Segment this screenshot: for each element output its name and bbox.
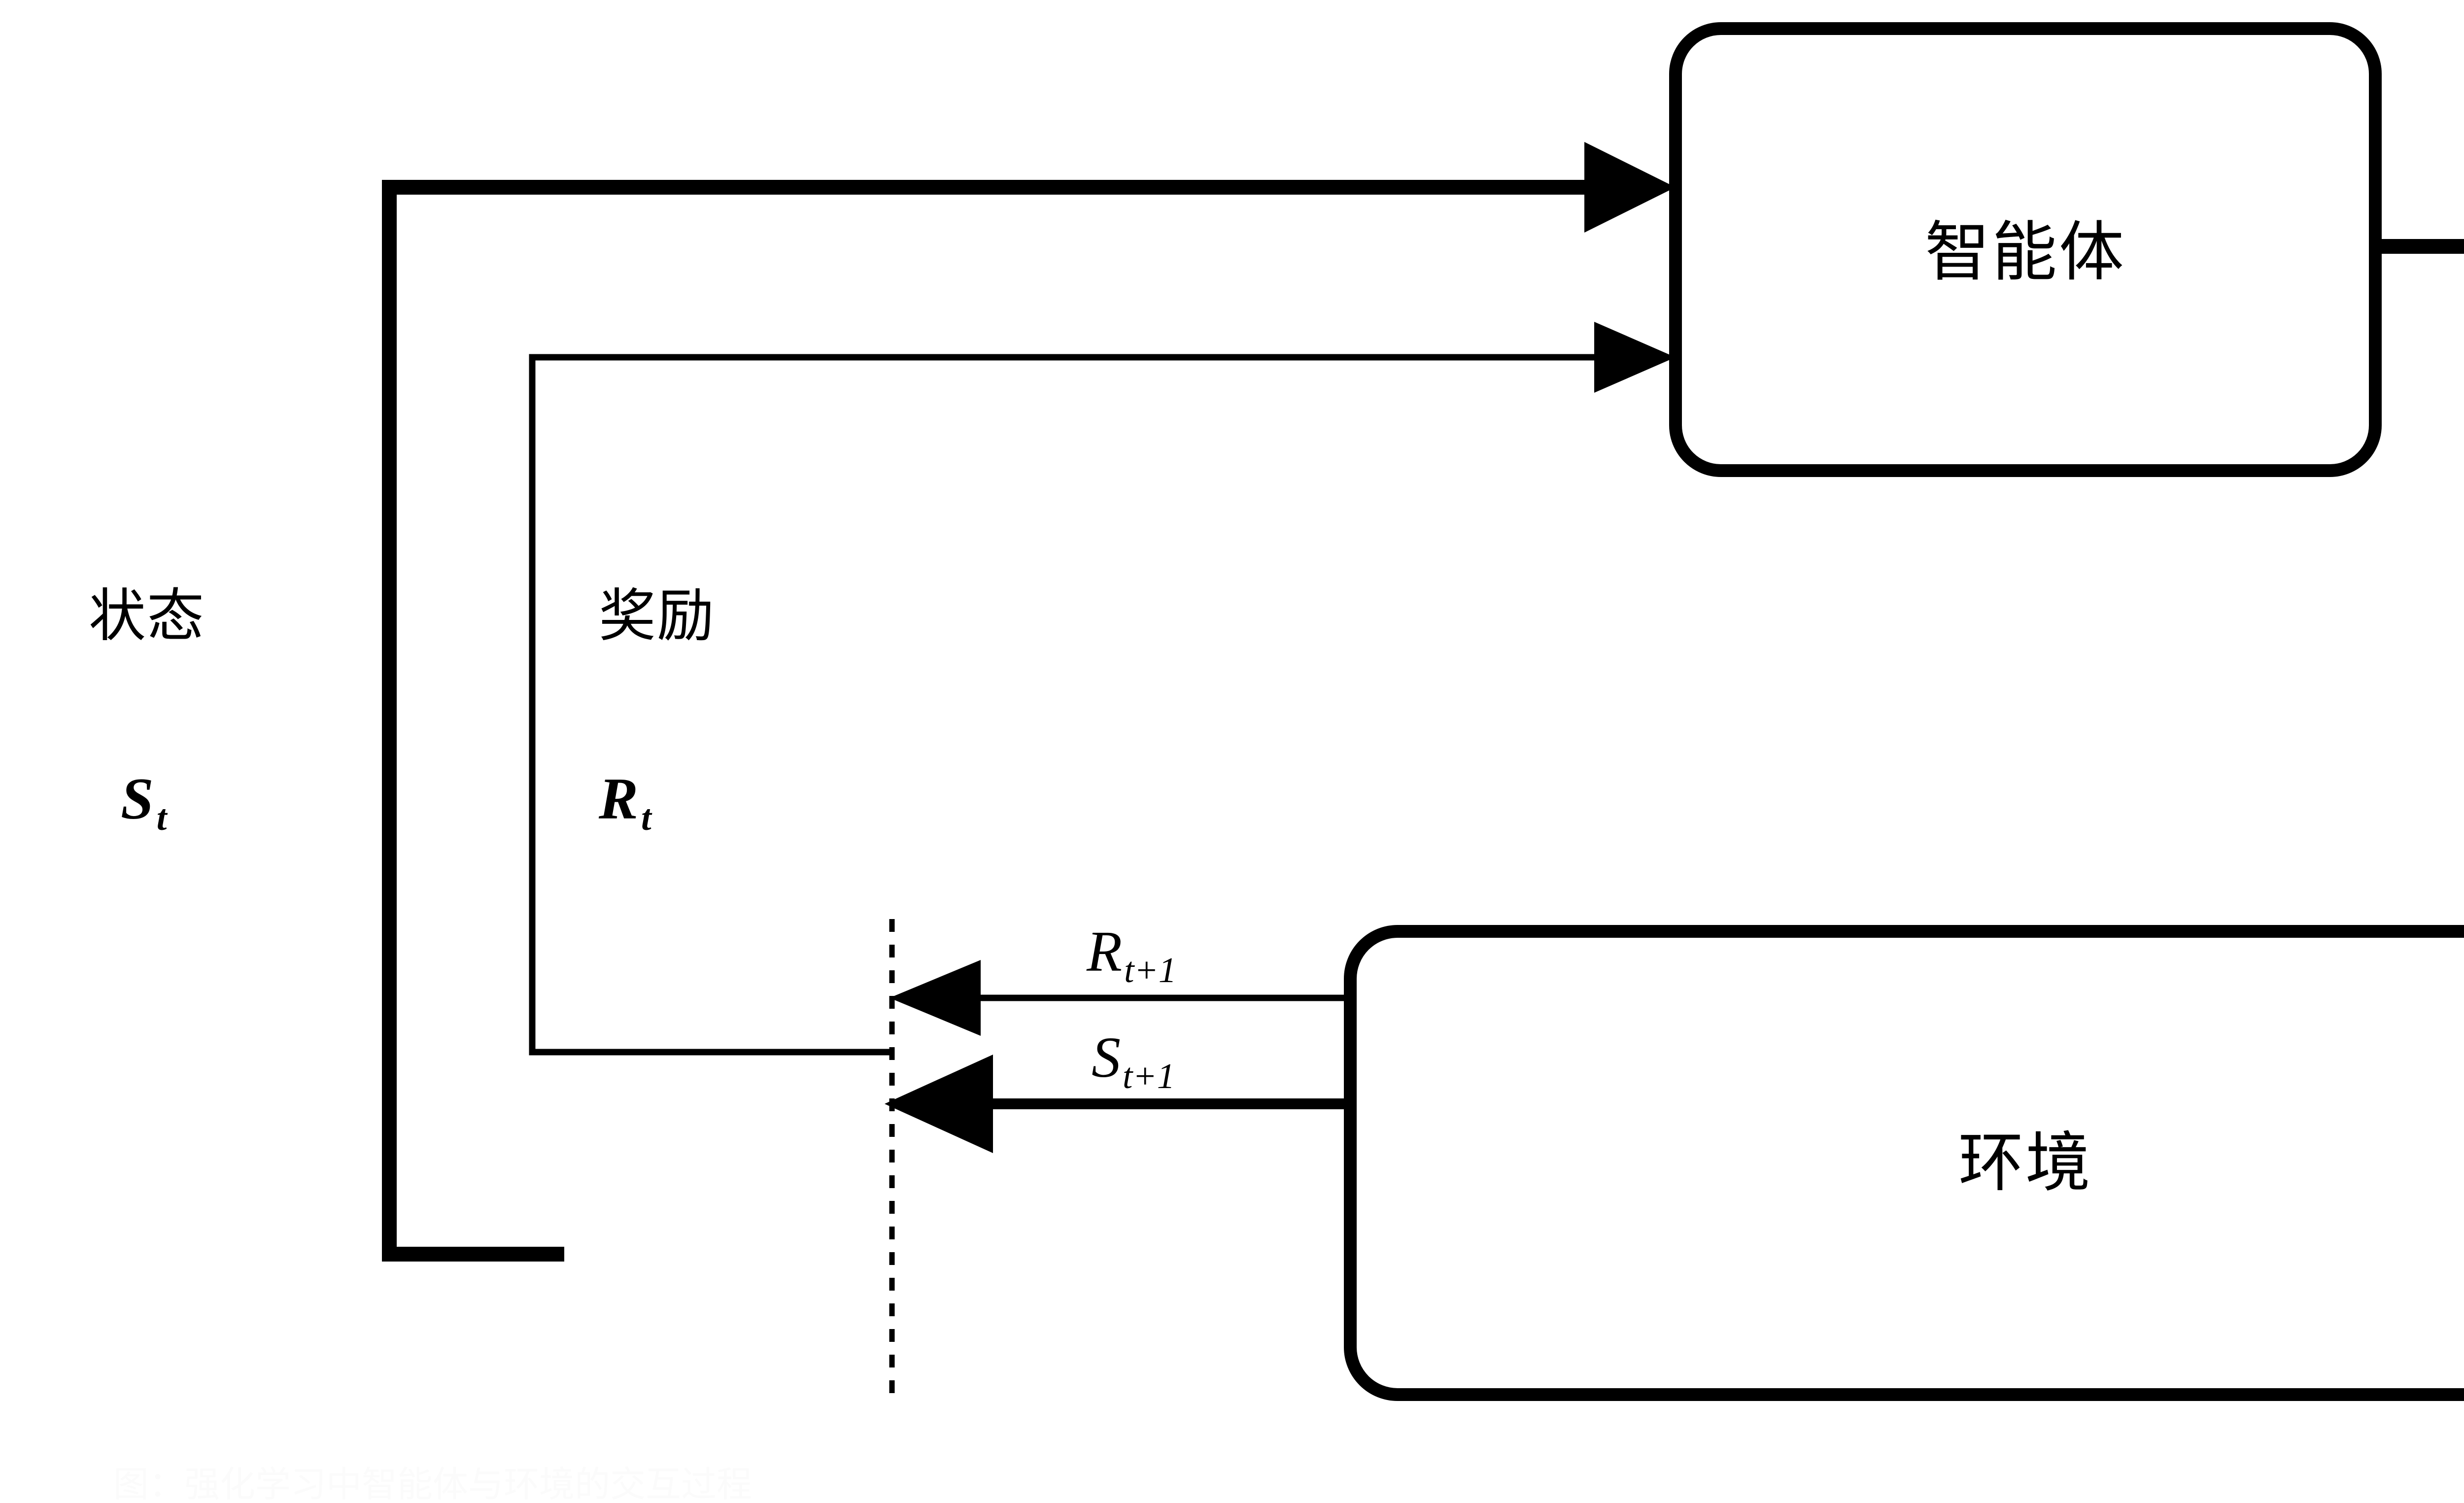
next-reward-connector [890, 960, 1350, 1036]
state-symbol-subscript: t [157, 798, 168, 838]
reward-connector [529, 322, 1676, 1056]
next-reward-symbol-subscript: t+1 [1124, 950, 1176, 990]
environment-node[interactable]: 环境 [1344, 925, 2464, 1401]
agent-label: 智能体 [1925, 214, 2126, 290]
next-state-arrowhead-icon [885, 1055, 993, 1153]
reward-symbol-subscript: t [641, 798, 652, 838]
next-state-symbol-subscript: t+1 [1123, 1056, 1175, 1096]
state-signal-symbol: St [121, 766, 168, 839]
next-reward-arrowhead-icon [890, 960, 981, 1036]
reward-connector-line [529, 354, 1636, 1056]
figure-caption: 图：强化学习中智能体与环境的交互过程 [113, 1464, 752, 1503]
state-connector [382, 142, 1676, 1262]
reward-arrowhead-icon [1594, 322, 1676, 393]
state-connector-line [382, 180, 1631, 1262]
state-signal-name: 状态 [89, 583, 205, 649]
agent-node[interactable]: 智能体 [1669, 22, 2382, 477]
next-reward-symbol: Rt+1 [1086, 919, 1176, 990]
next-state-symbol-base: S [1092, 1025, 1121, 1090]
reward-signal-name: 奖励 [599, 583, 715, 649]
next-state-symbol: St+1 [1092, 1025, 1175, 1096]
environment-label: 环境 [1958, 1125, 2092, 1201]
next-reward-symbol-base: R [1086, 919, 1122, 984]
reward-symbol-base: R [598, 766, 638, 831]
environment-box-shape [1344, 925, 2464, 1401]
agent-box-shape [1669, 22, 2382, 477]
state-symbol-base: S [121, 766, 154, 831]
next-state-connector [885, 1055, 1350, 1153]
reward-signal-symbol: Rt [598, 766, 652, 839]
state-arrowhead-icon [1584, 142, 1676, 233]
